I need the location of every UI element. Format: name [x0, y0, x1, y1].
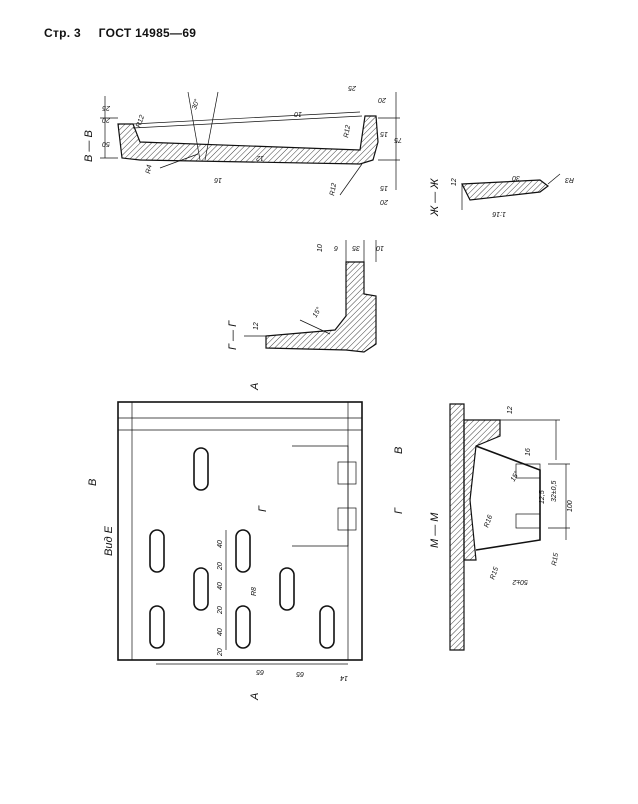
marker-g-right: Г	[393, 507, 405, 514]
section-mm: М — М 12 16 32±0,5 12,5 15° 100 R16 R15 …	[429, 403, 574, 651]
plan-dim-65-a: 65	[256, 668, 264, 675]
section-vv-label: В — В	[83, 130, 95, 162]
gg-dim-10: 10	[317, 244, 324, 252]
mm-dim-r15-right: R15	[551, 552, 560, 566]
plan-dim-20-c: 20	[217, 648, 224, 657]
vv-dim-20-bottom: 20	[380, 198, 389, 205]
vv-dim-10: 10	[294, 110, 302, 117]
mm-dim-50: 50±2	[512, 578, 528, 585]
plan-dim-14: 14	[340, 674, 348, 681]
mm-dim-100: 100	[567, 500, 574, 512]
gg-dim-12: 12	[253, 322, 260, 330]
vv-dim-25-right: 25	[348, 84, 357, 91]
page-header: Стр. 3 ГОСТ 14985—69	[44, 26, 196, 40]
mm-dim-r16: R16	[483, 514, 494, 529]
vv-dim-12: 12	[256, 154, 264, 161]
marker-v-right: В	[393, 447, 405, 454]
zhzh-dim-12: 12	[451, 178, 458, 186]
plan-dim-65-b: 65	[296, 670, 304, 677]
mm-dim-32: 32±0,5	[551, 481, 558, 502]
vv-dim-50: 50	[102, 140, 110, 147]
section-gg-label: Г — Г	[227, 320, 239, 350]
vv-dim-20: 20	[102, 116, 111, 123]
plan-dim-20-b: 20	[217, 606, 224, 615]
section-vv: В — В 25 20 50 R12 30° 10 R12 25 20 15 7…	[83, 84, 402, 205]
vv-dim-75: 75	[394, 136, 402, 143]
vv-dim-15: 15	[380, 130, 388, 137]
page-number: Стр. 3	[44, 26, 82, 40]
vv-dim-25: 25	[102, 104, 111, 111]
gg-dim-15deg: 15°	[311, 306, 323, 319]
section-zhzh-label: Ж — Ж	[429, 178, 441, 217]
section-mm-label: М — М	[429, 512, 441, 548]
section-zhzh: Ж — Ж 12 30 R3 1:16	[429, 173, 574, 217]
view-e-plan: Вид Е А А В В Г Г 40 20 40 20 40 20 R8 6…	[87, 383, 405, 701]
plan-dim-40-a: 40	[217, 540, 224, 548]
section-gg: Г — Г 10 6 35 10 12 15°	[227, 240, 384, 353]
vv-dim-r12-bottom: R12	[329, 182, 338, 196]
vv-dim-r12-left: R12	[135, 114, 146, 129]
vv-dim-16: 16	[214, 176, 222, 183]
zhzh-dim-30: 30	[512, 174, 520, 181]
vv-dim-30deg: 30°	[190, 98, 201, 111]
marker-a-bottom: А	[249, 693, 261, 701]
mm-dim-r15-left: R15	[489, 566, 500, 581]
mm-dim-12: 12	[507, 406, 514, 414]
mm-dim-16: 16	[525, 448, 532, 456]
plan-dim-40-b: 40	[217, 582, 224, 590]
mm-dim-15deg: 15°	[509, 470, 521, 483]
view-e-label: Вид Е	[103, 525, 115, 556]
zhzh-dim-r3: R3	[565, 176, 574, 183]
gg-dim-35: 35	[352, 244, 360, 251]
vv-dim-r12-right: R12	[343, 124, 352, 138]
marker-a-top: А	[249, 383, 261, 391]
mm-dim-12-5: 12,5	[539, 490, 546, 504]
vv-dim-r4: R4	[145, 164, 153, 174]
plan-dim-r8: R8	[251, 587, 258, 596]
plan-dim-40-c: 40	[217, 628, 224, 636]
plan-dim-20-a: 20	[217, 562, 224, 571]
vv-dim-15-bottom: 15	[380, 184, 388, 191]
gg-dim-6: 6	[334, 244, 338, 251]
vv-dim-20-right: 20	[378, 96, 387, 103]
standard-number: ГОСТ 14985—69	[98, 26, 197, 40]
marker-v-left: В	[87, 479, 99, 486]
marker-g-left: Г	[257, 505, 269, 512]
zhzh-taper: 1:16	[492, 210, 506, 217]
gg-dim-10-right: 10	[376, 244, 384, 251]
